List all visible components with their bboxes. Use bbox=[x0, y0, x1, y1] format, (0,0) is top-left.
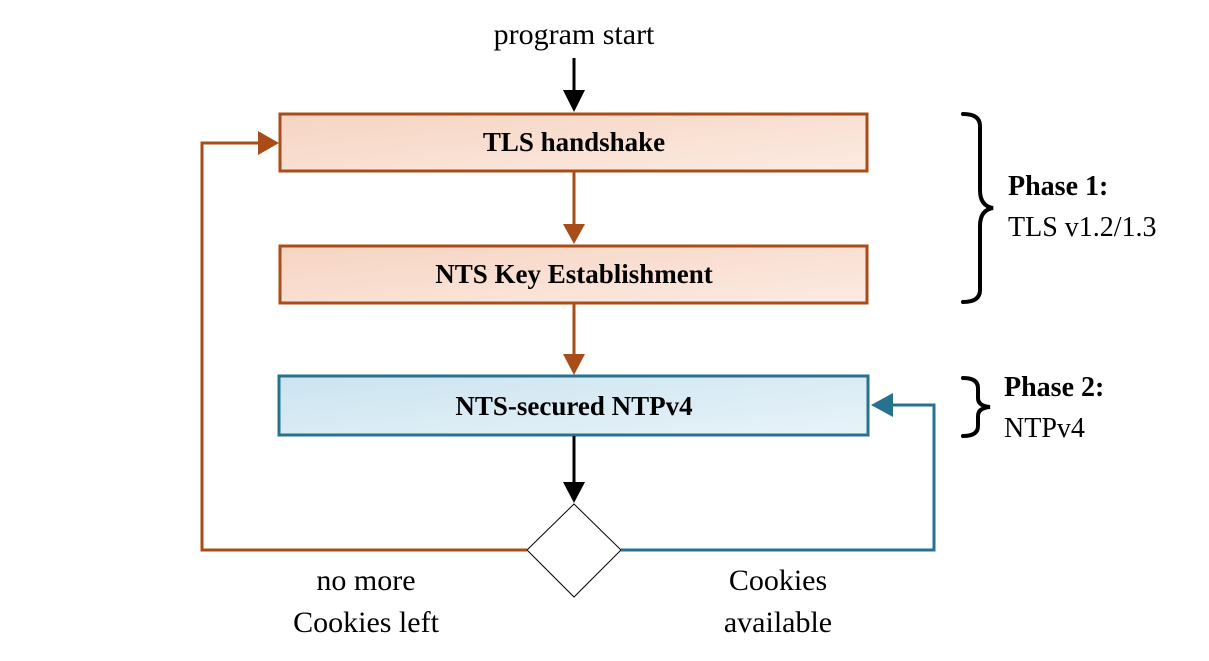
loop-no-cookies-arrow bbox=[200, 131, 527, 552]
arrow-ntp-to-decision bbox=[563, 436, 585, 503]
phase2-brace-icon bbox=[961, 376, 991, 438]
cookies-available-label-line2: available bbox=[724, 606, 832, 639]
phase1-title: Phase 1: bbox=[1008, 171, 1108, 202]
phase2-title: Phase 2: bbox=[1004, 372, 1104, 403]
arrow-tls-to-key-establishment bbox=[563, 172, 585, 244]
tls-handshake-box: TLS handshake bbox=[278, 112, 869, 173]
nts-secured-ntpv4-label: NTS-secured NTPv4 bbox=[455, 391, 692, 421]
phase1-subtitle: TLS v1.2/1.3 bbox=[1008, 212, 1157, 243]
no-more-cookies-label-line2: Cookies left bbox=[293, 606, 439, 639]
no-more-cookies-label-line1: no more bbox=[316, 564, 415, 597]
nts-key-establishment-box: NTS Key Establishment bbox=[278, 244, 869, 305]
nts-key-establishment-label: NTS Key Establishment bbox=[435, 259, 713, 289]
arrow-key-establishment-to-ntp bbox=[563, 304, 585, 375]
start-label: program start bbox=[494, 18, 655, 51]
phase1-brace-icon bbox=[961, 112, 994, 304]
phase2-subtitle: NTPv4 bbox=[1004, 413, 1085, 444]
decision-diamond bbox=[526, 503, 622, 598]
tls-handshake-label: TLS handshake bbox=[483, 127, 665, 157]
start-arrow bbox=[563, 58, 585, 112]
cookies-available-label-line1: Cookies bbox=[729, 564, 827, 597]
nts-secured-ntpv4-box: NTS-secured NTPv4 bbox=[277, 374, 870, 437]
loop-cookies-available-arrow bbox=[621, 393, 936, 552]
